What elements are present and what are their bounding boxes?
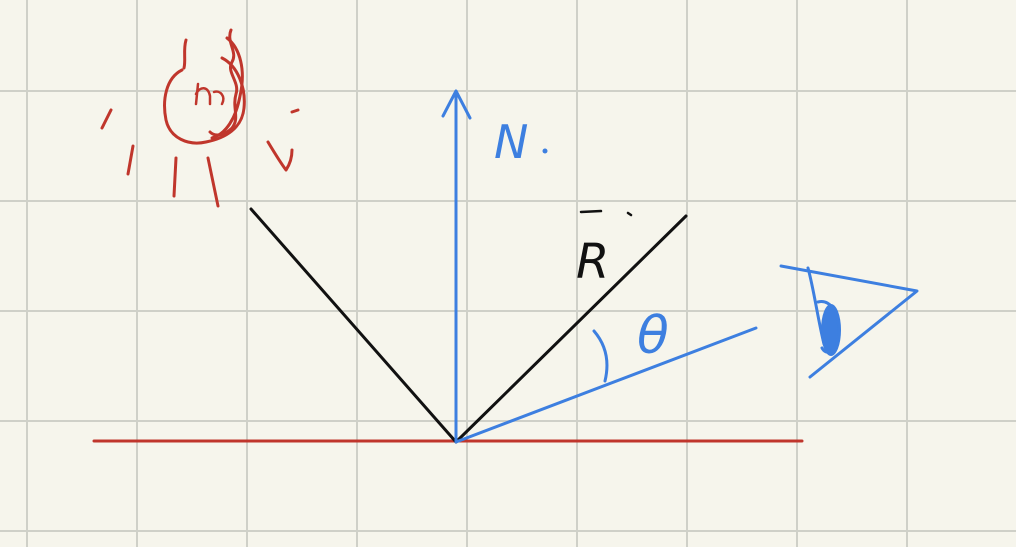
reflected-ray	[454, 214, 688, 444]
sun-icon	[100, 28, 300, 208]
normal-label-dot	[542, 148, 548, 154]
reflection-label: R	[576, 234, 609, 290]
reflection-bar	[579, 209, 603, 214]
reflection-label-tick	[626, 211, 633, 217]
eye-icon	[779, 264, 919, 379]
normal-label: N	[494, 115, 528, 169]
normal-vector	[441, 89, 472, 444]
view-ray	[454, 326, 758, 444]
angle-label: θ	[637, 306, 669, 366]
incident-ray	[249, 207, 458, 444]
angle-arc	[592, 329, 609, 383]
